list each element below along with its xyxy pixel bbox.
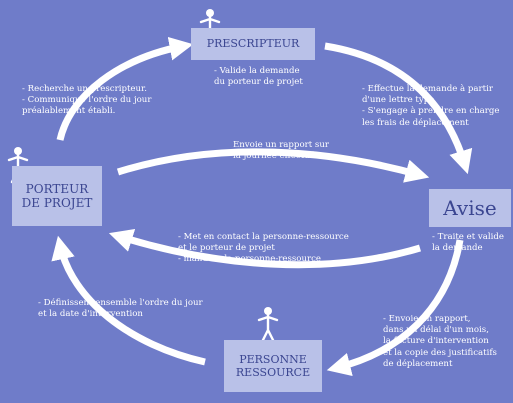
note-porteur-to-avise: Envoie un rapport sur la journée effectu…: [233, 140, 329, 162]
note-prescripteur-to-avise: - Effectue la demande à partir d'une let…: [362, 84, 500, 128]
arrow-avise-to-porteur: [108, 228, 422, 269]
node-personne-label-line2: RESSOURCE: [235, 366, 311, 379]
person-figure-icon: [257, 307, 279, 344]
node-avise-label: Avise: [443, 196, 497, 220]
node-personne-ressource: PERSONNE RESSOURCE: [224, 340, 322, 392]
node-porteur-de-projet: PORTEUR DE PROJET: [12, 166, 102, 226]
person-figure-icon: [7, 147, 29, 184]
person-figure-icon: [199, 9, 221, 46]
arrow-personne-to-porteur: [51, 235, 206, 366]
node-porteur-label-line2: DE PROJET: [21, 196, 93, 210]
note-porteur-personne: - Définissent ensemble l'ordre du jour e…: [38, 298, 203, 320]
note-prescripteur-action: - Valide la demande du porteur de projet: [214, 66, 303, 88]
node-prescripteur-label: PRESCRIPTEUR: [206, 37, 300, 51]
node-porteur-label-line1: PORTEUR: [25, 181, 89, 196]
arrow-porteur-to-avise: [116, 148, 430, 183]
node-avise: Avise: [429, 189, 511, 227]
note-personne-to-avise: - Envoie un rapport, dans un délai d'un …: [383, 314, 497, 369]
note-avise-to-porteur: - Met en contact la personne-ressource e…: [178, 232, 349, 265]
arrow-prescripteur-to-avise: [324, 42, 473, 175]
node-personne-label-line1: PERSONNE: [239, 352, 307, 366]
arrow-avise-to-personne: [326, 239, 464, 377]
note-porteur-to-prescripteur: - Recherche un prescripteur. - Communiqu…: [22, 84, 152, 117]
node-prescripteur: PRESCRIPTEUR: [191, 28, 315, 60]
arrow-porteur-to-prescripteur: [56, 36, 194, 141]
note-avise-action: - Traite et valide la demande: [432, 232, 504, 254]
